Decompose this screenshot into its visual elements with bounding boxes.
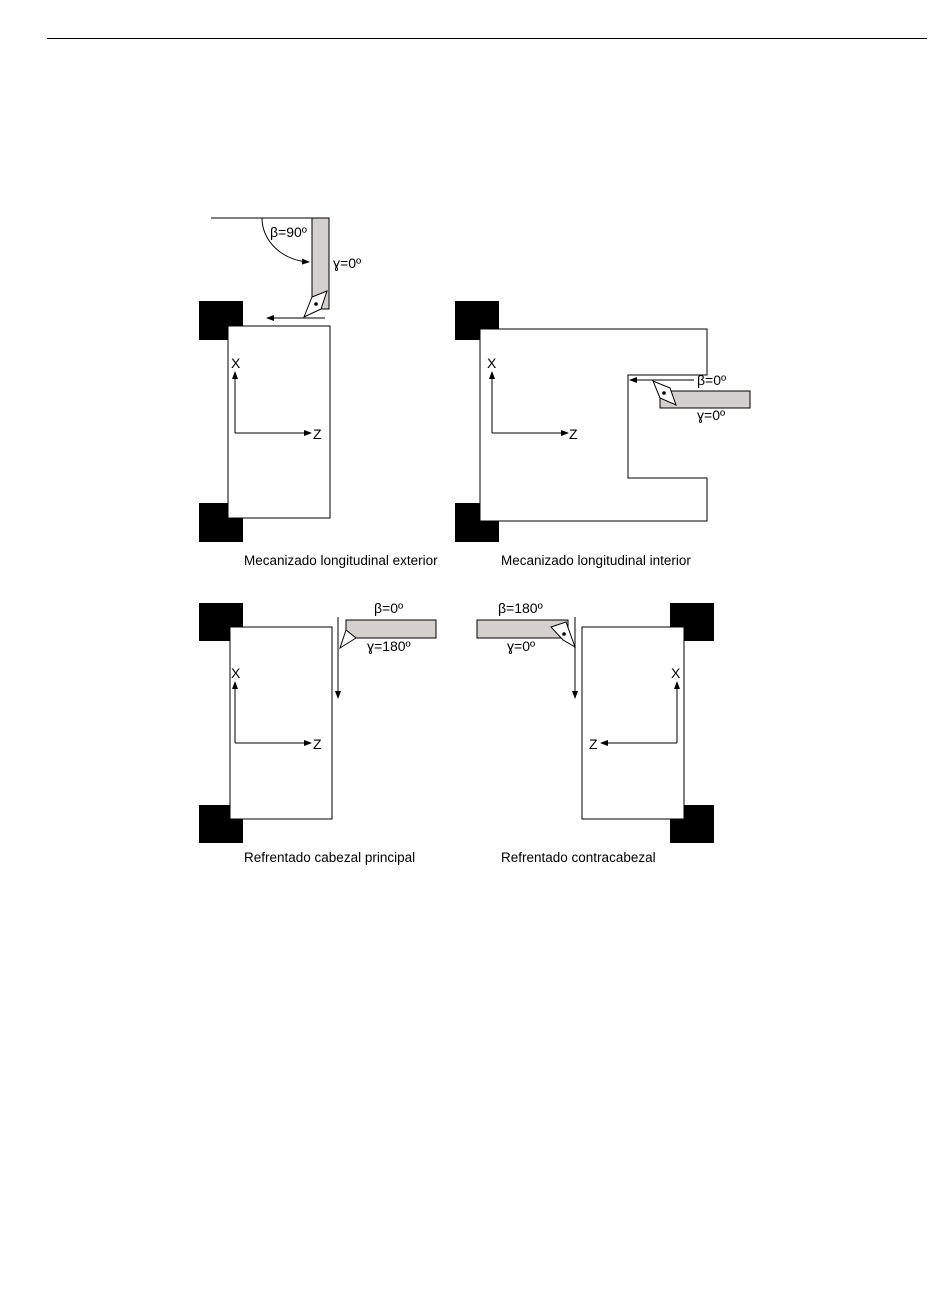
beta-label: β=0º [374,600,403,616]
beta-label: β=90º [270,224,307,240]
axis-z-label: Z [313,736,322,752]
tool-holder [346,620,436,638]
panel-exterior: X Z β=90º ɣ=0º Mecanizado longitudinal e… [199,218,438,568]
axis-z-label: Z [313,426,322,442]
axis-x-label: X [231,355,241,371]
panel-caption: Refrentado cabezal principal [244,850,415,865]
beta-label: β=180º [498,600,543,616]
panel-interior: X Z β=0º ɣ=0º Mecanizado longitudinal in… [455,301,750,568]
workpiece [228,326,330,518]
gamma-label: ɣ=180º [367,638,411,654]
panel-facing-main: X Z β=0º ɣ=180º Refrentado cabezal princ… [199,600,436,865]
panel-caption: Mecanizado longitudinal exterior [244,553,438,568]
gamma-label: ɣ=0º [333,255,361,271]
axis-z-label: Z [569,426,578,442]
insert-dot [314,302,318,306]
insert-dot [562,632,566,636]
axis-x-label: X [487,355,497,371]
axis-z-label: Z [589,736,598,752]
workpiece-bored [480,329,707,521]
workpiece [582,627,684,819]
axis-x-label: X [671,665,681,681]
insert-dot [662,391,666,395]
panel-facing-sub: X Z β=180º ɣ=0º Refrentado contracabezal [477,600,714,865]
gamma-label: ɣ=0º [697,407,725,423]
gamma-label: ɣ=0º [507,638,535,654]
beta-label: β=0º [697,372,726,388]
panel-caption: Mecanizado longitudinal interior [501,553,691,568]
panel-caption: Refrentado contracabezal [501,850,656,865]
workpiece [230,627,332,819]
axis-x-label: X [231,665,241,681]
